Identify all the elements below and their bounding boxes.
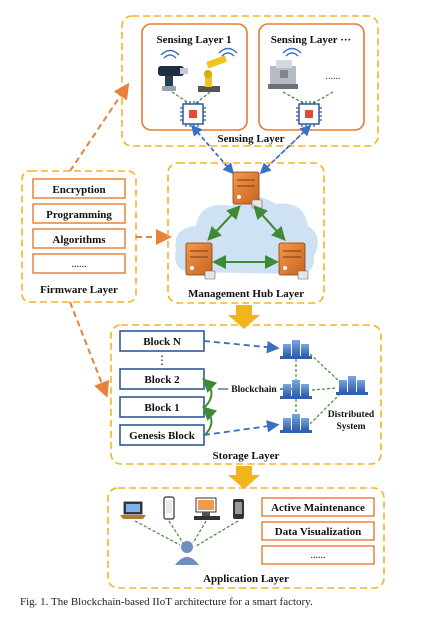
sensing-layer-label: Sensing Layer [218, 133, 285, 145]
firmware-layer: Encryption Programming Algorithms ......… [21, 170, 137, 303]
server-icon [185, 242, 216, 280]
application-item-box [261, 521, 375, 541]
firmware-item-box [32, 228, 126, 249]
firmware-item-box [32, 253, 126, 274]
sensing-panel-2-title: Sensing Layer ··· [271, 34, 351, 46]
block-label: Genesis Block [129, 430, 196, 442]
architecture-diagram: Sensing Layer 1 Sensing Layer ··· [21, 15, 385, 589]
application-layer: Active Maintenance Data Visualization ..… [107, 487, 385, 589]
storage-layer-label: Storage Layer [213, 450, 280, 462]
distributed-label: System [336, 422, 365, 432]
sensing-layer: Sensing Layer 1 Sensing Layer ··· [121, 15, 379, 147]
application-item-label: ...... [311, 550, 326, 561]
firmware-item-label: ...... [72, 259, 87, 270]
down-arrow-icon [228, 305, 260, 329]
application-layer-label: Application Layer [203, 573, 289, 585]
firmware-item-box [32, 178, 126, 199]
application-item-label: Active Maintenance [271, 502, 365, 514]
block-label: Block 1 [144, 402, 179, 414]
figure-caption: Fig. 1. The Blockchain-based IIoT archit… [20, 596, 313, 608]
down-arrow-icon [228, 466, 260, 489]
application-item-box [261, 545, 375, 565]
firmware-item-box [32, 203, 126, 224]
laptop-icon [120, 501, 146, 519]
robotic-arm-icon [198, 47, 238, 92]
blockchain-label: Blockchain [231, 385, 277, 395]
firmware-item-label: Algorithms [52, 234, 106, 246]
block-dots: ⋮ [156, 353, 168, 367]
microcontroller-chip-icon [180, 101, 206, 127]
mobile-phone-icon [163, 496, 175, 520]
application-item-label: Data Visualization [275, 526, 361, 538]
firmware-item-label: Encryption [52, 184, 105, 196]
server-icon [232, 171, 263, 209]
sensing-ellipsis: ...... [326, 71, 341, 82]
sensing-panel-1-title: Sensing Layer 1 [157, 34, 232, 46]
server-icon [278, 242, 309, 280]
storage-layer: Block N ⋮ Block 2 Block 1 Genesis Block … [110, 324, 382, 465]
block-label: Block N [143, 336, 181, 348]
smartphone-icon [233, 499, 244, 519]
application-item-box [261, 497, 375, 517]
firmware-layer-label: Firmware Layer [40, 284, 118, 296]
power-drill-icon [158, 49, 188, 91]
management-hub-layer: Management Hub Layer [167, 162, 325, 304]
database-cluster-icon [336, 376, 368, 395]
firmware-item-label: Programming [46, 209, 112, 221]
microcontroller-chip-icon [296, 101, 322, 127]
distributed-label: Distributed [328, 410, 375, 420]
database-cluster-icon [280, 340, 312, 359]
desktop-computer-icon [194, 497, 220, 520]
block-label: Block 2 [144, 374, 180, 386]
database-cluster-icon [280, 414, 312, 433]
user-icon [175, 541, 199, 565]
cnc-machine-icon [268, 47, 302, 89]
database-cluster-icon [280, 380, 312, 399]
management-layer-label: Management Hub Layer [188, 288, 304, 300]
